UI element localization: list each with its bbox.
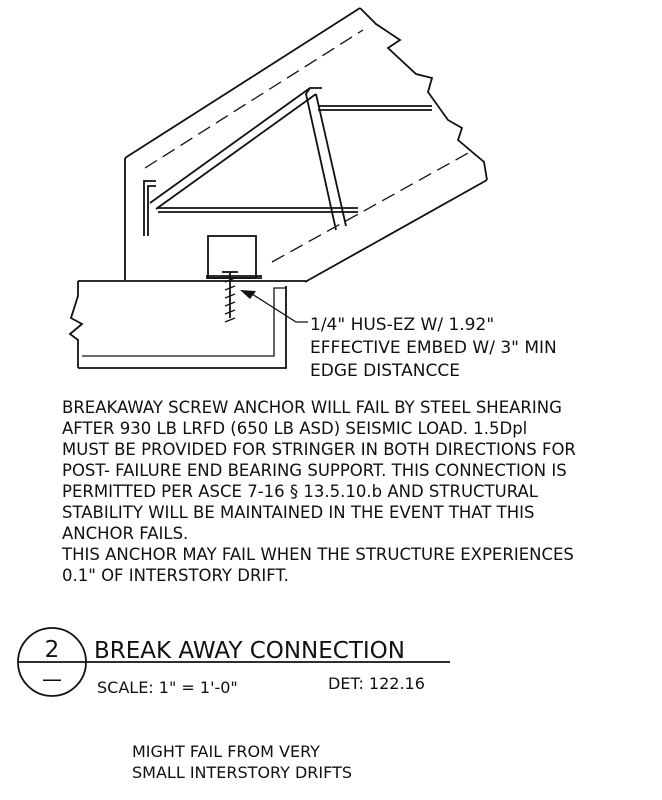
stiffener-bar-lower	[158, 207, 358, 213]
stiffener-bar-upper	[318, 105, 432, 111]
leader-arrowhead	[240, 290, 256, 299]
note-line: PERMITTED PER ASCE 7-16 § 13.5.10.b AND …	[62, 482, 539, 501]
stringer	[124, 7, 488, 283]
slab-inner-line	[82, 287, 286, 357]
detail-title: BREAK AWAY CONNECTION	[94, 638, 405, 664]
footnote-line-1: MIGHT FAIL FROM VERY	[132, 742, 320, 761]
note-line: POST- FAILURE END BEARING SUPPORT. THIS …	[62, 461, 567, 480]
note-line: THIS ANCHOR MAY FAIL WHEN THE STRUCTURE …	[61, 545, 574, 564]
detail-title-block: 2 — BREAK AWAY CONNECTION SCALE: 1" = 1'…	[17, 627, 450, 697]
stringer-bottom-edge	[304, 179, 488, 283]
note-line: STABILITY WILL BE MAINTAINED IN THE EVEN…	[62, 503, 534, 522]
note-line: 0.1" OF INTERSTORY DRIFT.	[62, 566, 289, 585]
note-line: ANCHOR FAILS.	[62, 524, 188, 543]
stiffener-web-right	[315, 93, 347, 227]
stringer-top-edge	[124, 7, 361, 159]
stringer-top-dashed	[144, 29, 364, 169]
stringer-break-line	[359, 7, 488, 181]
concrete-slab	[68, 280, 306, 369]
general-notes: BREAKAWAY SCREW ANCHOR WILL FAIL BY STEE…	[61, 398, 576, 585]
footnote-line-2: SMALL INTERSTORY DRIFTS	[132, 763, 352, 782]
detail-number: 2	[45, 637, 60, 663]
callout-line-2: EFFECTIVE EMBED W/ 3" MIN	[310, 338, 557, 358]
slab-break-line	[68, 281, 84, 368]
stiffener-web-left	[305, 87, 337, 231]
note-line: MUST BE PROVIDED FOR STRINGER IN BOTH DI…	[62, 440, 576, 459]
stiffener-web-diagonal	[149, 87, 317, 210]
callout-line-3: EDGE DISTANCCE	[310, 361, 460, 381]
screw-anchor	[222, 271, 238, 323]
detail-reference: DET: 122.16	[328, 674, 425, 693]
stringer-left-lip	[143, 180, 156, 236]
leader	[240, 290, 308, 323]
stringer-bottom-dashed	[271, 151, 471, 263]
note-line: AFTER 930 LB LRFD (650 LB ASD) SEISMIC L…	[62, 419, 527, 438]
anchor-threads	[224, 277, 236, 323]
note-line: BREAKAWAY SCREW ANCHOR WILL FAIL BY STEE…	[62, 398, 562, 417]
slab-outline	[78, 286, 287, 369]
leader-line	[251, 293, 308, 323]
sheet-reference: —	[42, 667, 62, 691]
detail-scale: SCALE: 1" = 1'-0"	[97, 678, 238, 697]
callout-line-1: 1/4" HUS-EZ W/ 1.92"	[310, 315, 494, 335]
